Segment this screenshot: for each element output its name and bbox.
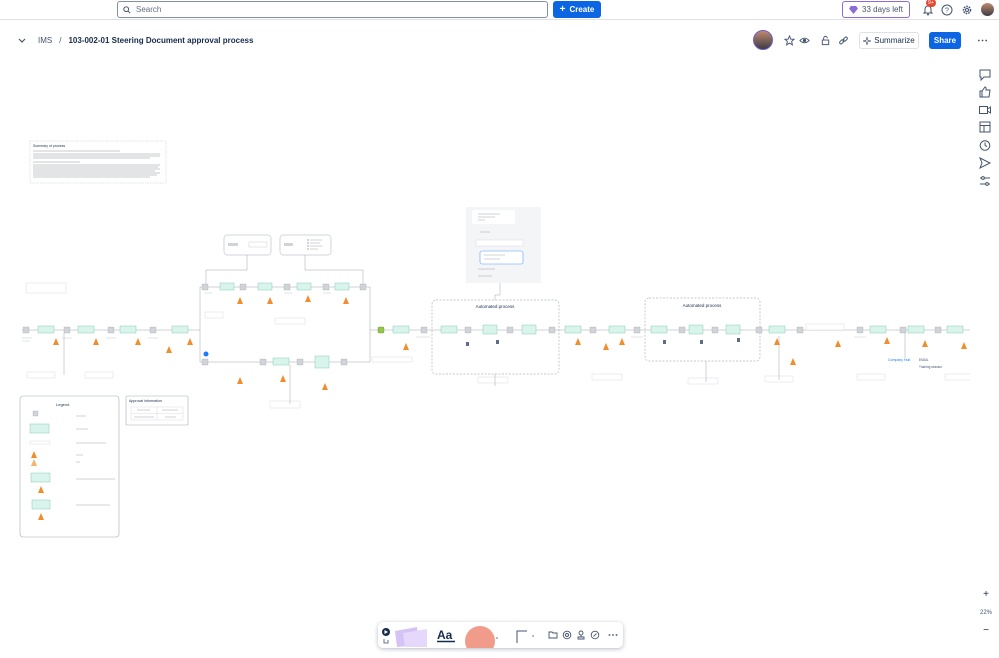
zoom-controls: + 22% −	[976, 588, 996, 638]
top-navigation: Search + Create 33 days left 9+ ?	[0, 0, 999, 20]
shape-tool-icon[interactable]	[463, 625, 499, 648]
timer-icon[interactable]	[978, 138, 992, 152]
process-flow[interactable]	[22, 282, 970, 409]
info-marker[interactable]	[203, 351, 209, 357]
breadcrumb-space[interactable]: IMS	[38, 36, 53, 45]
search-element-icon[interactable]	[562, 630, 572, 640]
help-icon[interactable]: ?	[941, 4, 953, 16]
summarize-label: Summarize	[874, 36, 915, 45]
user-avatar[interactable]	[981, 3, 994, 16]
comments-icon[interactable]	[978, 68, 992, 82]
sticky-notes-icon[interactable]	[393, 625, 429, 647]
training-label: Training session	[919, 365, 942, 369]
plus-icon: +	[559, 4, 566, 15]
text-tool-icon[interactable]: Aa	[436, 627, 456, 643]
approval-info-box[interactable]: Approval information	[125, 395, 189, 426]
company-hub-link[interactable]: Company Hub	[888, 358, 910, 362]
approval-title: Approval information	[129, 399, 162, 403]
apps-icon[interactable]	[590, 630, 600, 640]
info-box-upper-right[interactable]	[279, 234, 364, 285]
page-title: 103-002-01 Steering Document approval pr…	[68, 36, 254, 45]
summarize-button[interactable]: Summarize	[859, 32, 919, 49]
link-icon[interactable]	[838, 35, 849, 46]
send-icon[interactable]	[978, 156, 992, 170]
stamp-icon[interactable]	[576, 630, 586, 640]
breadcrumb-separator: /	[59, 36, 62, 45]
more-tools-icon[interactable]	[608, 632, 618, 638]
create-label: Create	[569, 5, 595, 14]
folder-icon[interactable]	[548, 630, 558, 640]
create-button[interactable]: + Create	[553, 1, 601, 18]
connector-tool-icon[interactable]	[515, 628, 537, 644]
select-tool-icon[interactable]	[381, 627, 391, 645]
search-placeholder: Search	[136, 5, 162, 14]
gear-icon[interactable]	[961, 4, 973, 16]
svg-text:?: ?	[945, 8, 949, 15]
sparkle-icon	[863, 36, 872, 45]
share-button[interactable]: Share	[929, 32, 961, 49]
legend-box[interactable]: Legend	[19, 395, 120, 538]
zoom-in-button[interactable]: +	[983, 589, 989, 600]
notifications-badge: 9+	[926, 0, 936, 7]
legend-title: Legend	[56, 402, 69, 407]
more-options-icon[interactable]	[977, 35, 988, 46]
eye-icon[interactable]	[799, 35, 810, 46]
trial-days-button[interactable]: 33 days left	[842, 1, 910, 18]
zoom-out-button[interactable]: −	[983, 625, 989, 636]
automated-process-1-label: Automated process	[476, 304, 516, 309]
whiteboard-canvas[interactable]: Summary of process Automated process Au	[0, 55, 970, 625]
video-icon[interactable]	[978, 103, 992, 117]
like-icon[interactable]	[978, 85, 992, 99]
email-label: EMAIL	[919, 358, 929, 362]
chevron-down-icon[interactable]	[18, 38, 26, 44]
collaborator-avatar[interactable]	[753, 30, 773, 50]
svg-text:Aa: Aa	[437, 628, 453, 642]
page-header: IMS / 103-002-01 Steering Document appro…	[0, 30, 999, 52]
summary-box[interactable]: Summary of process	[29, 140, 167, 184]
automated-process-2-label: Automated process	[683, 303, 723, 308]
notes-panel[interactable]	[466, 207, 541, 300]
summary-title: Summary of process	[33, 144, 65, 148]
template-icon[interactable]	[978, 120, 992, 134]
share-label: Share	[933, 36, 957, 45]
info-box-upper-left[interactable]	[205, 234, 272, 285]
trial-label: 33 days left	[862, 5, 903, 14]
zoom-level: 22%	[979, 610, 992, 616]
automated-process-1[interactable]: Automated process	[431, 299, 560, 375]
settings-sliders-icon[interactable]	[978, 174, 992, 188]
star-icon[interactable]	[784, 35, 795, 46]
unlock-icon[interactable]	[820, 35, 831, 46]
breadcrumb: IMS / 103-002-01 Steering Document appro…	[18, 36, 253, 45]
creation-toolbar: Aa	[378, 622, 623, 648]
search-input[interactable]: Search	[117, 1, 548, 18]
search-icon	[123, 5, 131, 14]
gem-icon	[849, 5, 858, 14]
